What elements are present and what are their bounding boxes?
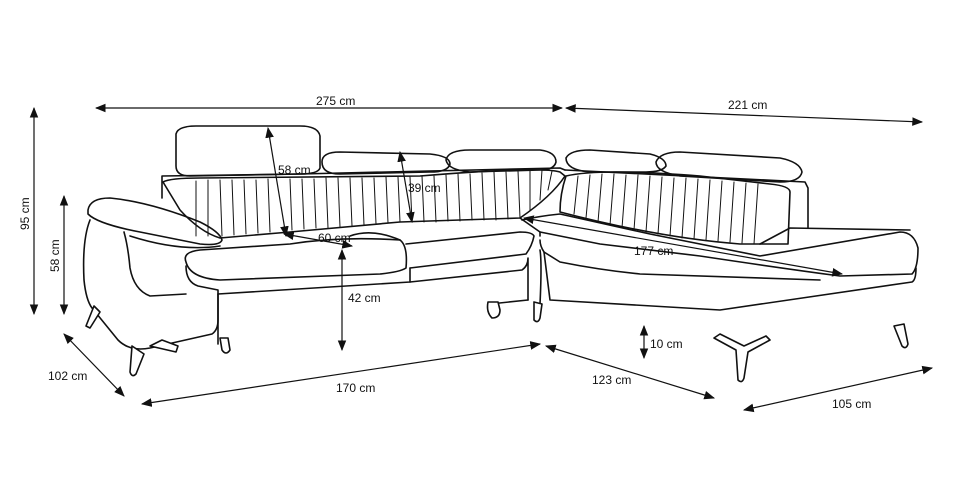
corner-sofa-drawing	[82, 125, 919, 383]
label-front-length: 170 cm	[336, 381, 375, 395]
backrest-pleats	[195, 169, 553, 237]
label-headrest-small: 39 cm	[408, 181, 441, 195]
label-depth-side: 102 cm	[48, 369, 87, 383]
sofa-legs	[85, 301, 909, 383]
label-chaise-length: 177 cm	[634, 244, 673, 258]
label-seat-height: 42 cm	[348, 291, 381, 305]
label-width-right: 221 cm	[728, 98, 767, 112]
dimension-labels: 275 cm 221 cm 95 cm 58 cm 102 cm 58 cm 3…	[18, 94, 871, 411]
label-chaise-width: 105 cm	[832, 397, 871, 411]
label-width-left: 275 cm	[316, 94, 355, 108]
label-seat-depth: 60 cm	[318, 231, 351, 245]
label-headrest-height: 58 cm	[278, 163, 311, 177]
label-chaise-front: 123 cm	[592, 373, 631, 387]
dimension-lines	[29, 103, 934, 413]
label-height-arm: 58 cm	[48, 239, 62, 272]
label-height-total: 95 cm	[18, 197, 32, 230]
label-leg-height: 10 cm	[650, 337, 683, 351]
